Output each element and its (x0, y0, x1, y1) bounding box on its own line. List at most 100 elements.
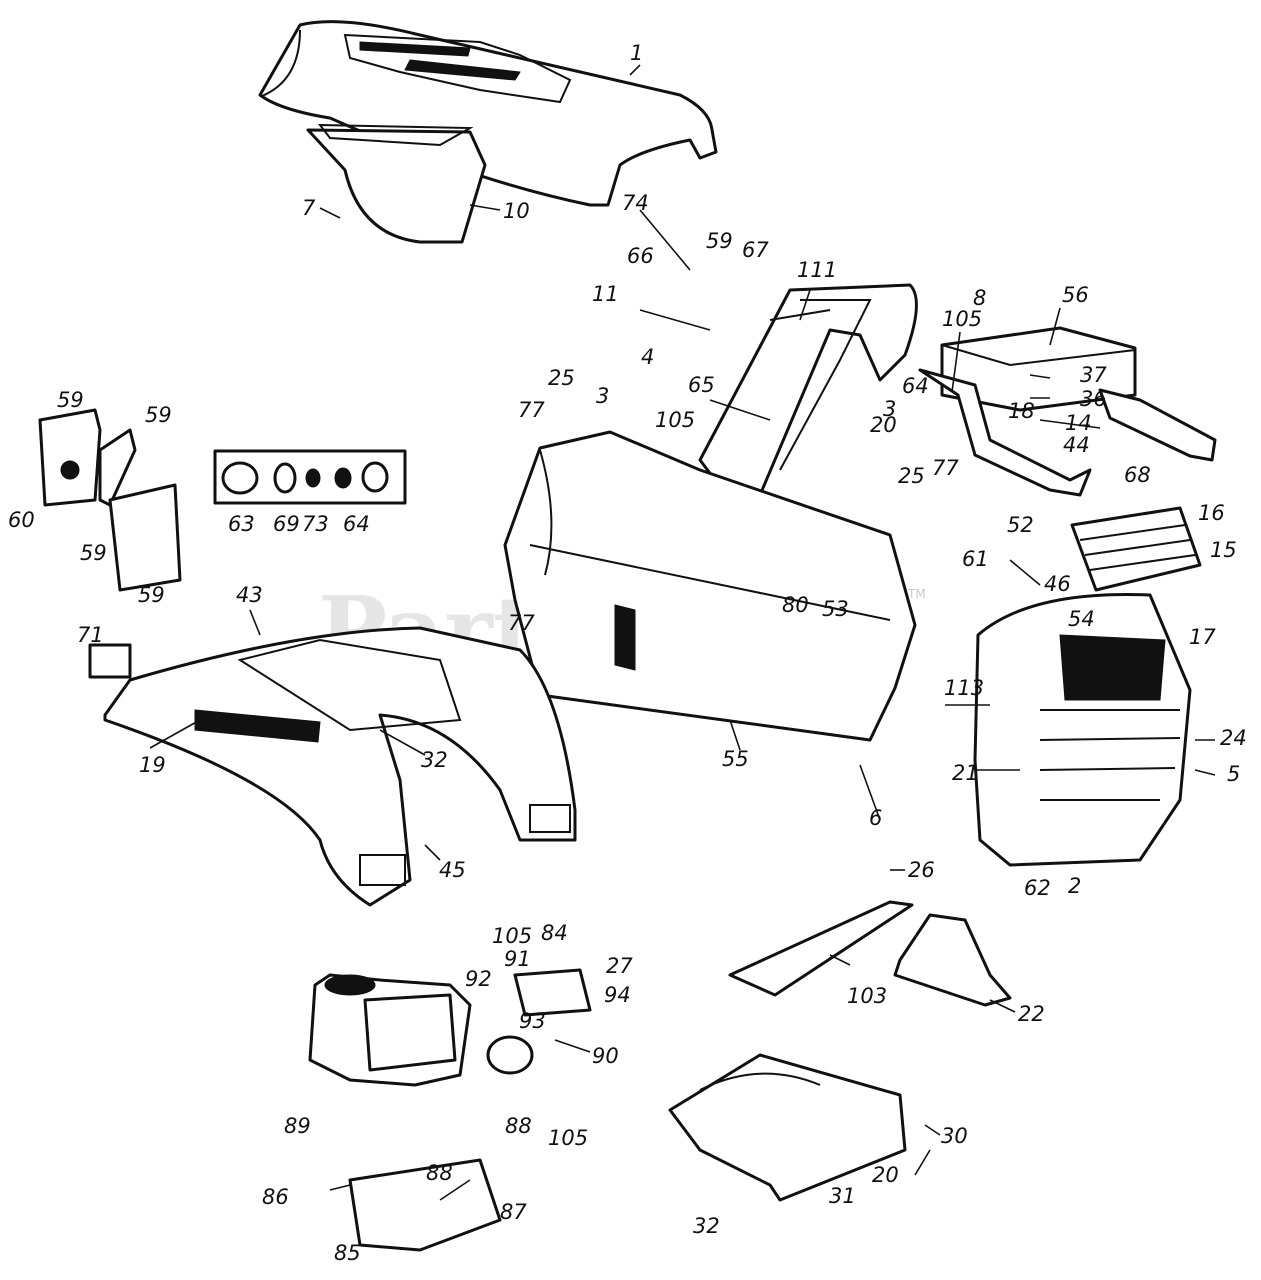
callout-86: 86 (262, 1185, 289, 1209)
callout-113: 113 (944, 676, 984, 700)
callout-111: 111 (797, 258, 837, 282)
callout-20-mid: 20 (870, 413, 897, 437)
callout-3-left: 3 (596, 384, 609, 408)
callout-103: 103 (847, 984, 887, 1008)
callout-43: 43 (236, 583, 263, 607)
callout-20-bottom: 20 (872, 1163, 899, 1187)
callout-45: 45 (439, 858, 466, 882)
main-body-panel-part (503, 430, 917, 742)
callout-19: 19 (139, 753, 166, 777)
callout-24: 24 (1220, 726, 1247, 750)
callout-14: 14 (1065, 411, 1092, 435)
callout-2: 2 (1068, 874, 1081, 898)
callout-59-left-mid: 59 (80, 541, 107, 565)
watermark-trademark: TM (907, 587, 926, 601)
hood-inner-panel-part (306, 123, 487, 244)
callout-80: 80 (782, 593, 809, 617)
callout-16: 16 (1198, 501, 1225, 525)
callout-77-bottom: 77 (508, 611, 535, 635)
callout-93: 93 (519, 1009, 546, 1033)
callout-22: 22 (1018, 1002, 1045, 1026)
callout-56: 56 (1062, 283, 1089, 307)
leader-lines (149, 64, 1216, 1201)
plate-part (88, 643, 132, 679)
callout-32-bottom: 32 (693, 1214, 720, 1238)
callout-88-left: 88 (426, 1161, 453, 1185)
callout-105-lower: 105 (548, 1126, 588, 1150)
callout-11: 11 (592, 282, 619, 306)
callout-17: 17 (1189, 625, 1216, 649)
battery-box-part (940, 326, 1137, 412)
callout-69: 69 (273, 512, 300, 536)
fender-part (103, 626, 577, 907)
callout-30: 30 (941, 1124, 968, 1148)
callout-73: 73 (302, 512, 329, 536)
callout-62: 62 (1024, 876, 1051, 900)
lower-plate-part (728, 900, 1012, 1007)
callout-27: 27 (606, 954, 633, 978)
callout-3-right: 3 (883, 397, 896, 421)
callout-10: 10 (503, 199, 530, 223)
callout-46: 46 (1044, 572, 1071, 596)
callout-18: 18 (1008, 399, 1035, 423)
dash-panel-part (698, 283, 918, 497)
callout-26: 26 (908, 858, 935, 882)
callout-15: 15 (1210, 538, 1237, 562)
callout-8: 8 (973, 286, 986, 310)
callout-63: 63 (228, 512, 255, 536)
callout-66: 66 (627, 244, 654, 268)
callout-4: 4 (641, 345, 654, 369)
callout-65: 65 (688, 373, 715, 397)
callout-90: 90 (592, 1044, 619, 1068)
callout-94: 94 (604, 983, 631, 1007)
callout-54: 54 (1068, 607, 1095, 631)
callout-67: 67 (742, 238, 769, 262)
callout-5: 5 (1227, 762, 1240, 786)
callout-59-left-right: 59 (145, 403, 172, 427)
callout-31: 31 (829, 1184, 856, 1208)
callout-84: 84 (541, 921, 568, 945)
callout-21: 21 (952, 761, 979, 785)
callout-105-right: 105 (942, 307, 982, 331)
callout-25-left: 25 (548, 366, 575, 390)
callout-91: 91 (504, 947, 531, 971)
callout-64-right: 64 (902, 374, 929, 398)
callout-61: 61 (962, 547, 989, 571)
callout-77-left: 77 (518, 398, 545, 422)
callout-7: 7 (302, 196, 316, 220)
callout-85: 85 (334, 1241, 361, 1265)
engine-shroud-part (348, 1158, 502, 1252)
callout-71: 71 (77, 623, 104, 647)
frame-part (668, 1053, 907, 1202)
callout-105-engine: 105 (492, 924, 532, 948)
callout-59-top: 59 (706, 229, 733, 253)
callout-52: 52 (1007, 513, 1034, 537)
switch-assembly-part (38, 408, 182, 592)
callout-89: 89 (284, 1114, 311, 1138)
callout-59-left-top: 59 (57, 388, 84, 412)
callout-64-box: 64 (343, 512, 370, 536)
callout-36: 36 (1080, 387, 1107, 411)
callout-60: 60 (8, 508, 35, 532)
callout-77-right: 77 (932, 456, 959, 480)
callout-92: 92 (465, 967, 492, 991)
callout-1: 1 (630, 41, 643, 65)
callout-labels: 1 7 10 74 59 67 66 111 8 56 105 11 4 25 … (8, 41, 1247, 1265)
support-bracket-part (918, 368, 1217, 497)
light-socket-group-part (213, 449, 407, 505)
callout-74: 74 (622, 191, 649, 215)
callout-88-right: 88 (505, 1114, 532, 1138)
grille-housing-part (973, 593, 1192, 867)
callout-32-fender: 32 (421, 748, 448, 772)
callout-6: 6 (869, 806, 882, 830)
callout-59-left-bottom: 59 (138, 583, 165, 607)
callout-37: 37 (1080, 363, 1107, 387)
callout-25-right: 25 (898, 464, 925, 488)
grille-insert-part (1070, 506, 1202, 592)
callout-53: 53 (822, 597, 849, 621)
hood-cover-part (258, 20, 718, 207)
callout-68: 68 (1124, 463, 1151, 487)
callout-105-mid: 105 (655, 408, 695, 432)
callout-87: 87 (500, 1200, 527, 1224)
